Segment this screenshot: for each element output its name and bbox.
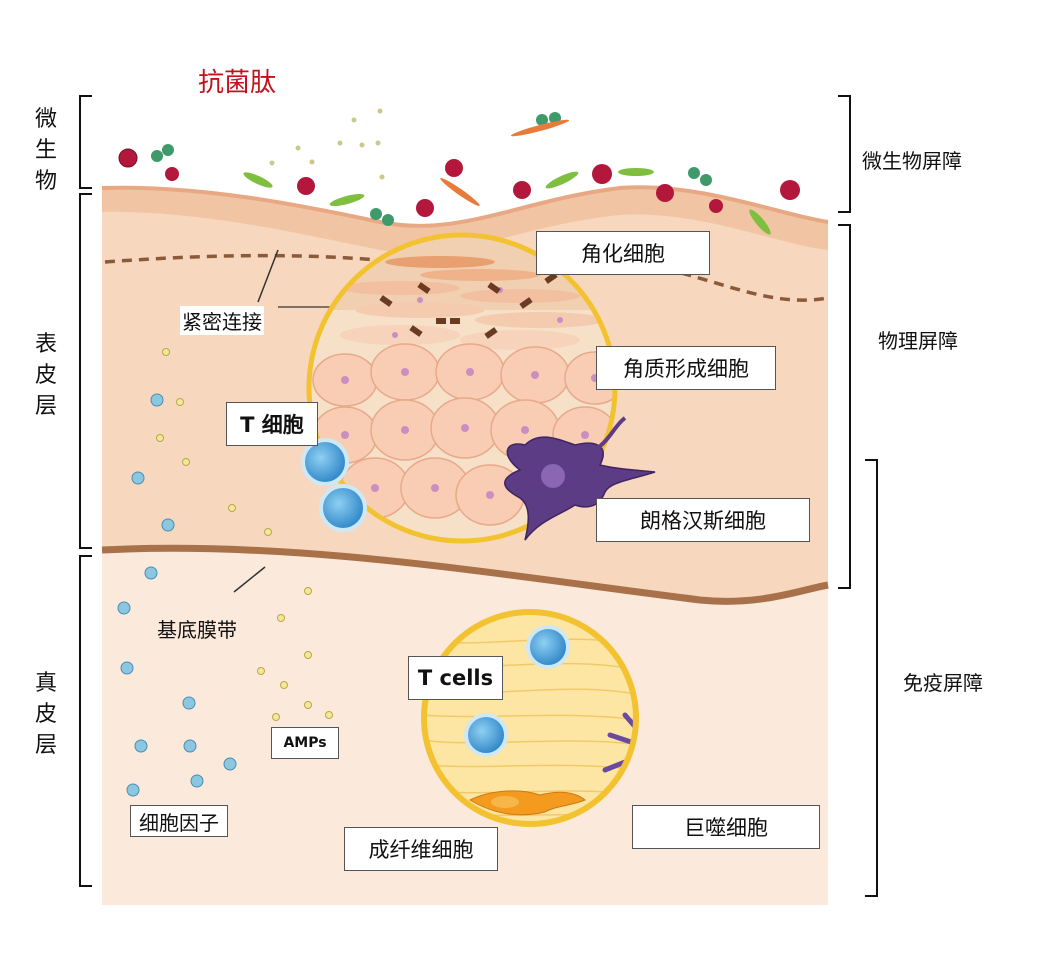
amp-dots (156, 348, 333, 721)
microbe-cocci (513, 181, 531, 199)
microbe-cocci (445, 159, 463, 177)
label-keratinocyte: 角质形成细胞 (596, 346, 776, 390)
cell-nuclei (341, 287, 599, 499)
microbe-rod (243, 172, 273, 188)
langerhans-cell (504, 416, 656, 541)
microbe-rod (545, 171, 579, 189)
microbe-cocci (780, 180, 800, 200)
layer-label-dermis: 真皮层 (34, 671, 57, 758)
tight-junction-pointer (257, 249, 279, 303)
corneocyte (475, 312, 605, 328)
microbe-green (162, 144, 174, 156)
microbe-cocci (118, 148, 138, 168)
microbe-spindle (511, 119, 569, 137)
amp-dot (351, 117, 357, 123)
corneocyte (420, 269, 540, 281)
microbe-green (151, 150, 163, 162)
amp-dot (375, 140, 381, 146)
tight-junction-markers (379, 272, 558, 339)
layer-label-epidermis: 表皮层 (34, 332, 57, 419)
amp-dot (269, 160, 275, 166)
basement-membrane-pointer (233, 566, 266, 593)
label-t-cell-cn: T 细胞 (226, 402, 318, 446)
epidermis-magnifier (306, 232, 618, 544)
microbe-green (536, 114, 548, 126)
corneocyte (340, 281, 460, 295)
microbe-rod (329, 193, 365, 207)
right-brackets (838, 95, 878, 897)
label-t-cells-en: T cells (408, 656, 503, 700)
label-keratinocyte-corneocyte: 角化细胞 (536, 231, 710, 275)
label-macrophage: 巨噬细胞 (632, 805, 820, 849)
label-cytokines: 细胞因子 (130, 805, 228, 837)
microbe-green (700, 174, 712, 186)
amp-dot (309, 159, 315, 165)
corneocyte (460, 289, 580, 303)
label-amps: AMPs (271, 727, 339, 759)
amp-dot (295, 145, 301, 151)
microbe-cocci (656, 184, 674, 202)
microbe-green (688, 167, 700, 179)
barrier-label-immune: 免疫屏障 (903, 671, 983, 695)
corneocyte (355, 302, 485, 318)
cytokine-dots (117, 393, 237, 797)
microbe-cocci (165, 167, 179, 181)
microbe-green (370, 208, 382, 220)
microbe-rod (749, 209, 771, 235)
microbe-cocci (592, 164, 612, 184)
amp-dot (337, 140, 343, 146)
basement-membrane-line (101, 544, 829, 605)
microbe-cocci (416, 199, 434, 217)
label-basement-membrane: 基底膜带 (157, 618, 237, 642)
label-tight-junction: 紧密连接 (180, 306, 264, 335)
barrier-label-microbial: 微生物屏障 (862, 149, 962, 173)
corneocyte (340, 325, 460, 345)
amp-dot (359, 142, 365, 148)
label-fibroblast: 成纤维细胞 (344, 827, 498, 871)
barrier-label-physical: 物理屏障 (878, 329, 958, 353)
skin-surface-line (101, 185, 829, 228)
t-cells-epidermis (301, 438, 367, 532)
microbe-spindle (440, 178, 480, 206)
label-langerhans: 朗格汉斯细胞 (596, 498, 810, 542)
microbe-cocci (297, 177, 315, 195)
microbes (118, 108, 800, 235)
microbe-cocci (709, 199, 723, 213)
microbe-rod (618, 168, 654, 176)
amp-dot (379, 174, 385, 180)
diagram-title: 抗菌肽 (198, 68, 277, 98)
layer-label-microbes: 微生物 (34, 107, 57, 194)
microbe-green (382, 214, 394, 226)
amp-dot (377, 108, 383, 114)
left-brackets (79, 95, 92, 887)
corneocyte (385, 256, 495, 268)
